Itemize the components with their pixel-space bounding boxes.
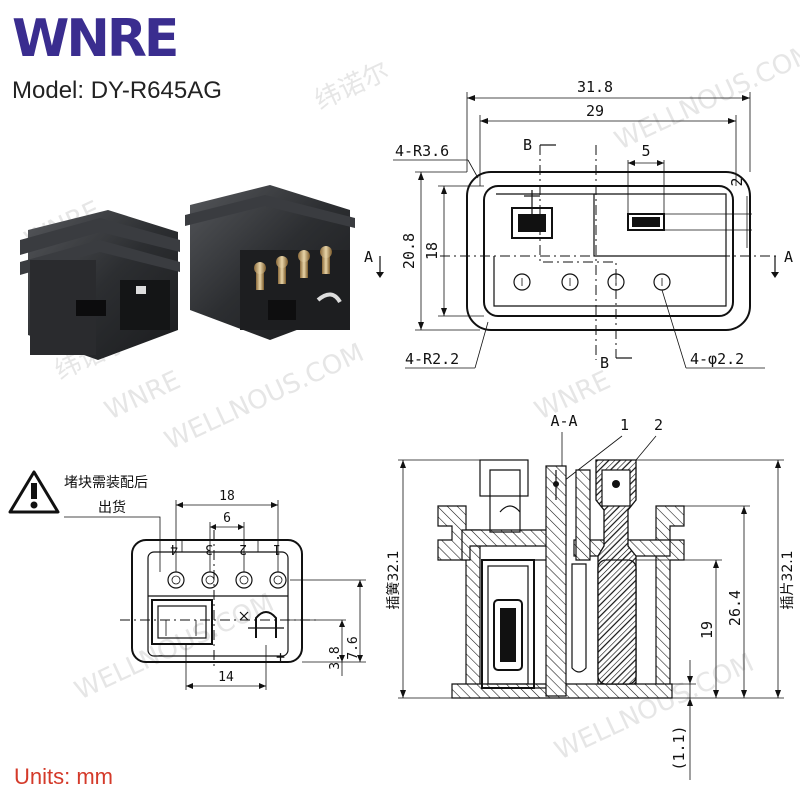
logo-text: WNRE [12, 9, 176, 69]
dim-76: 7.6 [346, 636, 361, 659]
dim-overall-height: 20.8 [400, 233, 418, 269]
product-photo-left [20, 210, 180, 360]
section-b-bottom: B [600, 354, 609, 372]
dim-pitch: 6 [223, 511, 231, 526]
watermark-brand-1: WNRE [100, 365, 185, 426]
pin-label-4: 4 [170, 541, 178, 556]
plus-sign: + [276, 648, 285, 666]
dim-bottom: 14 [218, 670, 234, 685]
dim-19: 19 [698, 621, 716, 639]
top-view-drawing: 31.8 29 5 2 20.8 18 4-R3.6 [364, 78, 793, 372]
warning-text-line1: 堵块需装配后 [64, 475, 148, 491]
watermark-site-4: WELLNOUS.COM [550, 648, 758, 766]
section-b-top: B [523, 136, 532, 154]
section-view-drawing: A-A 1 2 [386, 412, 796, 780]
dim-overall-width: 31.8 [577, 78, 613, 96]
dim-slot-height: 2 [728, 177, 746, 186]
callout-2: 2 [654, 416, 663, 434]
pin-label-3: 3 [205, 541, 213, 556]
watermark-cn-2: 纬诺尔 [310, 56, 393, 116]
pin-label-2: 2 [239, 541, 247, 556]
minus-sign: - [156, 646, 165, 664]
dim-264: 26.4 [726, 590, 744, 626]
front-view-drawing: 堵块需装配后 出货 4 3 2 1 - + [8, 470, 366, 690]
brand-logo: WNRE [12, 9, 179, 69]
dim-38: 3.8 [328, 646, 343, 669]
radius-inner-label: 4-R2.2 [405, 350, 459, 368]
section-a-right: A [784, 248, 793, 266]
dim-right-height: 插片32.1 [780, 550, 796, 609]
dim-11: (1.1) [670, 725, 688, 770]
warning-text-line2: 出货 [98, 499, 126, 516]
model-label: Model: DY-R645AG [12, 77, 222, 104]
watermark-site-2: WELLNOUS.COM [610, 38, 800, 156]
dim-slot-width: 5 [641, 142, 650, 160]
dim-left-height: 插簧32.1 [386, 550, 402, 609]
dim-inner-height: 18 [423, 242, 441, 260]
section-title: A-A [550, 412, 577, 430]
units-label: Units: mm [14, 764, 113, 789]
pin-label-1: 1 [273, 541, 281, 556]
product-photo-right [185, 185, 355, 340]
dim-inner-width: 29 [586, 102, 604, 120]
section-a-left: A [364, 248, 373, 266]
radius-outer-label: 4-R3.6 [395, 142, 449, 160]
dim-pitch-total: 18 [219, 489, 235, 504]
watermark-site-1: WELLNOUS.COM [160, 338, 368, 456]
holes-label: 4-φ2.2 [690, 350, 744, 368]
callout-1: 1 [620, 416, 629, 434]
